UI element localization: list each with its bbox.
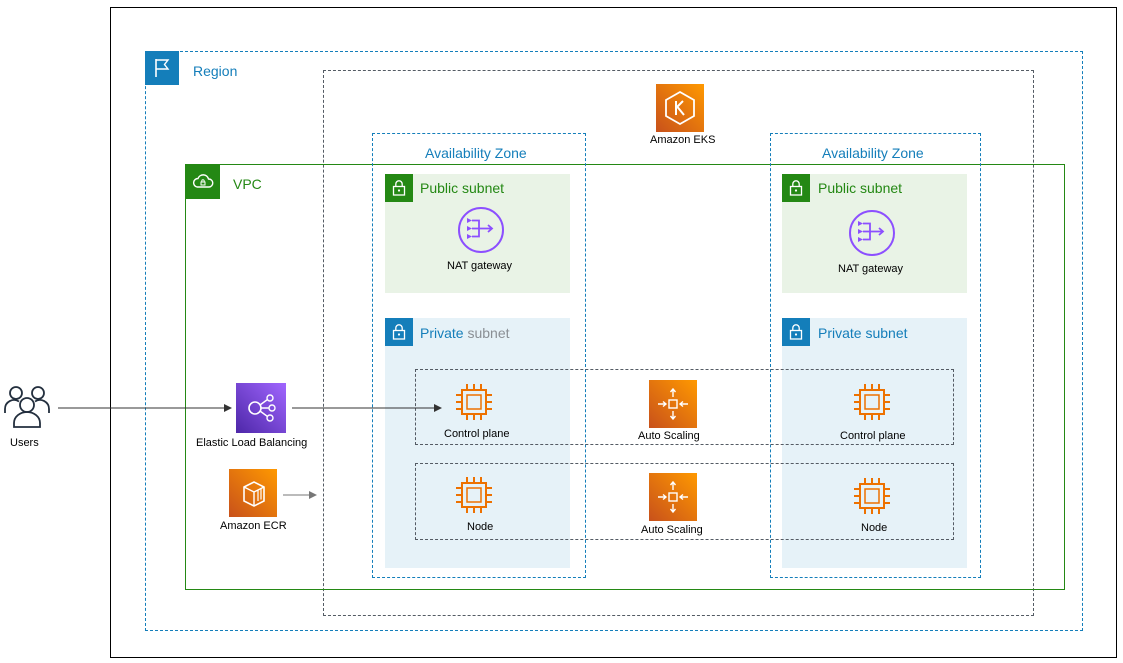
- arrow-ecr-to-cluster: [283, 491, 317, 499]
- region-flag-icon: [145, 51, 179, 85]
- node-2-label: Node: [861, 522, 888, 534]
- auto-scaling-2-label: Auto Scaling: [641, 524, 703, 536]
- arrow-elb-to-control-plane: [292, 404, 442, 412]
- users-label: Users: [10, 437, 39, 449]
- private-subnet-1-label-b: subnet: [467, 325, 510, 341]
- auto-scaling-1-label: Auto Scaling: [638, 430, 700, 442]
- nat-gateway-2-label: NAT gateway: [838, 263, 904, 275]
- control-plane-1-label: Control plane: [444, 428, 510, 440]
- vpc-label: VPC: [233, 176, 262, 192]
- region-label: Region: [193, 63, 238, 79]
- nat-gateway-2-icon: [848, 209, 896, 257]
- public-subnet-2-lock-icon: [782, 174, 810, 202]
- auto-scaling-1-icon: [649, 380, 697, 428]
- auto-scaling-2-icon: [649, 473, 697, 521]
- private-subnet-1-lock-icon: [385, 318, 413, 346]
- region-group: [145, 51, 1083, 631]
- availability-zone-1: [372, 133, 586, 578]
- private-subnet-2-lock-icon: [782, 318, 810, 346]
- public-subnet-1: [385, 174, 570, 293]
- public-subnet-2: [782, 174, 967, 293]
- private-subnet-2: [782, 318, 967, 568]
- private-subnet-1-label-a: Private: [420, 325, 464, 341]
- nat-gateway-1-label: NAT gateway: [447, 260, 513, 272]
- node-2-chip-icon: [852, 476, 892, 516]
- node-1-chip-icon: [454, 475, 494, 515]
- eks-cluster-group: [323, 70, 1034, 616]
- elastic-load-balancing-label: Elastic Load Balancing: [196, 437, 308, 449]
- public-subnet-2-label: Public subnet: [818, 180, 903, 196]
- vpc-group: [185, 164, 1065, 590]
- auto-scaling-group-nodes: [415, 463, 954, 540]
- availability-zone-2-label: Availability Zone: [822, 145, 924, 161]
- arrow-users-to-elb: [58, 404, 232, 412]
- diagram-frame: [110, 7, 1117, 658]
- nat-gateway-1-icon: [457, 206, 505, 254]
- amazon-ecr-label: Amazon ECR: [220, 520, 287, 532]
- node-1-label: Node: [467, 521, 494, 533]
- availability-zone-2: [770, 133, 981, 578]
- private-subnet-1-label: Private subnet: [420, 325, 510, 341]
- auto-scaling-group-control-plane: [415, 369, 954, 445]
- amazon-ecr-icon: [229, 469, 277, 517]
- vpc-cloud-icon: [186, 165, 220, 199]
- availability-zone-1-label: Availability Zone: [425, 145, 527, 161]
- users-icon: [2, 383, 52, 431]
- control-plane-2-label: Control plane: [840, 430, 906, 442]
- control-plane-2-chip-icon: [852, 382, 892, 422]
- control-plane-1-chip-icon: [454, 382, 494, 422]
- public-subnet-1-label: Public subnet: [420, 180, 505, 196]
- amazon-eks-icon: [656, 84, 704, 132]
- private-subnet-2-label: Private subnet: [818, 325, 908, 341]
- public-subnet-1-lock-icon: [385, 174, 413, 202]
- amazon-eks-label: Amazon EKS: [650, 134, 716, 146]
- elastic-load-balancing-icon: [236, 383, 286, 433]
